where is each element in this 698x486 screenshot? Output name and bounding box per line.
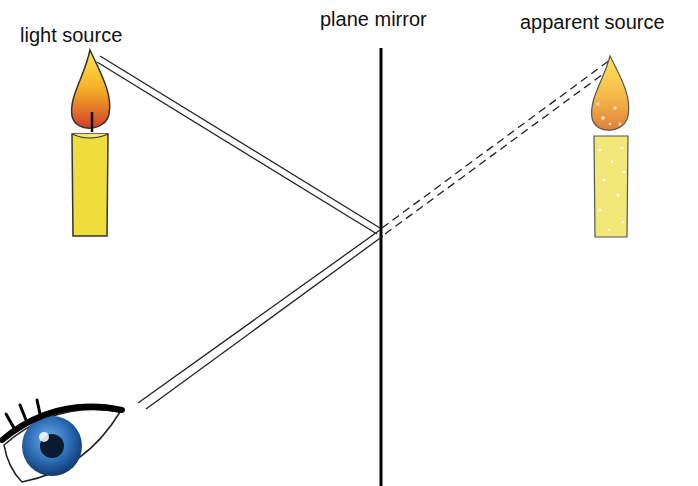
candle-image [592,56,629,237]
reflected-ray [138,230,383,409]
plane-mirror-line [380,48,383,486]
caption-label: light source [20,24,122,47]
virtual-ray [382,60,614,234]
eye-icon [2,400,122,482]
candle-source [72,50,110,236]
caption-label: plane mirror [320,8,427,31]
caption-label: apparent source [520,11,665,34]
incident-ray [97,56,380,234]
